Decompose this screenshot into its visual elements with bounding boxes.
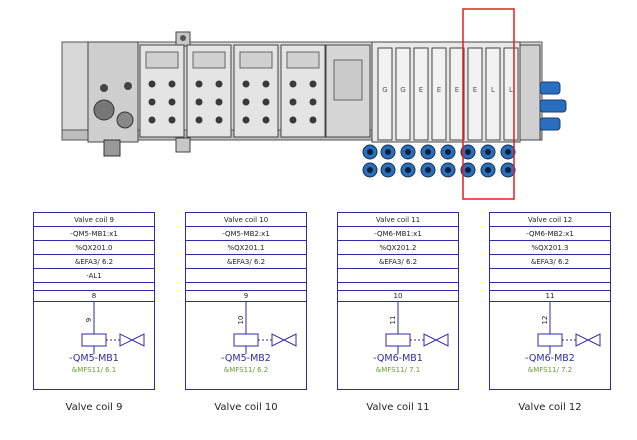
sheet-reference: &MFS11/ 6.2 — [223, 366, 269, 374]
page-reference: &EFA3/ 6.2 — [186, 255, 306, 269]
sheet-reference: &MFS11/ 7.2 — [527, 366, 573, 374]
svg-text:E: E — [473, 86, 477, 94]
page-reference: &EFA3/ 6.2 — [490, 255, 610, 269]
plc-address: %QX201.3 — [490, 241, 610, 255]
extra-field — [338, 269, 458, 283]
svg-text:G: G — [400, 86, 405, 94]
column-number: 11 — [490, 291, 610, 302]
device-designation: -QM6-MB1:x1 — [338, 227, 458, 241]
coil-tag: -QM5-MB1 — [69, 353, 119, 364]
io-modules — [139, 44, 326, 138]
coil-tag: -QM5-MB2 — [221, 353, 271, 364]
spacer-row — [186, 283, 306, 291]
caption: Valve coil 12 — [518, 402, 582, 413]
valve-icon — [423, 333, 438, 347]
plc-address: %QX201.2 — [338, 241, 458, 255]
pneumatic-fittings — [362, 144, 516, 178]
coil-box-10[interactable]: Valve coil 10-QM5-MB2:x1%QX201.1&EFA3/ 6… — [185, 212, 307, 390]
valve-icon — [271, 333, 286, 347]
device-designation: -QM5-MB2:x1 — [186, 227, 306, 241]
end-module — [87, 41, 139, 143]
coil-box-9[interactable]: Valve coil 9-QM5-MB1:x1%QX201.0&EFA3/ 6.… — [33, 212, 155, 390]
coil-header: Valve coil 12 — [490, 213, 610, 227]
coil-header: Valve coil 9 — [34, 213, 154, 227]
solenoid-valve-symbol: 12 — [537, 302, 601, 354]
svg-text:E: E — [437, 86, 441, 94]
coil-icon — [537, 333, 563, 347]
spacer-row — [490, 283, 610, 291]
svg-text:L: L — [509, 86, 513, 94]
plc-address: %QX201.0 — [34, 241, 154, 255]
extra-field: -AL1 — [34, 269, 154, 283]
svg-text:L: L — [491, 86, 495, 94]
coil-icon — [385, 333, 411, 347]
solenoid-valve-symbol: 9 — [81, 302, 145, 354]
column-number: 8 — [34, 291, 154, 302]
svg-text:E: E — [455, 86, 459, 94]
solenoid-valve-symbol: 11 — [385, 302, 449, 354]
coil-header: Valve coil 11 — [338, 213, 458, 227]
svg-text:G: G — [382, 86, 387, 94]
caption: Valve coil 9 — [65, 402, 123, 413]
column-number: 9 — [186, 291, 306, 302]
column-number: 10 — [338, 291, 458, 302]
wire-number: 11 — [389, 316, 397, 325]
wire-number: 9 — [85, 318, 93, 322]
spacer-row — [34, 283, 154, 291]
valve-icon — [575, 333, 590, 347]
coil-tag: -QM6-MB2 — [525, 353, 575, 364]
coil-tag: -QM6-MB1 — [373, 353, 423, 364]
svg-text:E: E — [419, 86, 423, 94]
page-reference: &EFA3/ 6.2 — [338, 255, 458, 269]
coil-icon — [81, 333, 107, 347]
valve-icon — [119, 333, 134, 347]
coil-icon — [233, 333, 259, 347]
coil-header: Valve coil 10 — [186, 213, 306, 227]
sheet-reference: &MFS11/ 6.1 — [71, 366, 117, 374]
caption: Valve coil 10 — [214, 402, 278, 413]
plc-address: %QX201.1 — [186, 241, 306, 255]
sheet-reference: &MFS11/ 7.1 — [375, 366, 421, 374]
selection-highlight — [462, 8, 515, 200]
page-reference: &EFA3/ 6.2 — [34, 255, 154, 269]
solenoid-valve-symbol: 10 — [233, 302, 297, 354]
wire-number: 10 — [237, 316, 245, 325]
coil-box-11[interactable]: Valve coil 11-QM6-MB1:x1%QX201.2&EFA3/ 6… — [337, 212, 459, 390]
caption: Valve coil 11 — [366, 402, 430, 413]
extra-field — [490, 269, 610, 283]
spacer-row — [338, 283, 458, 291]
device-designation: -QM5-MB1:x1 — [34, 227, 154, 241]
extra-field — [186, 269, 306, 283]
wire-number: 12 — [541, 316, 549, 325]
device-designation: -QM6-MB2:x1 — [490, 227, 610, 241]
coil-box-12[interactable]: Valve coil 12-QM6-MB2:x1%QX201.3&EFA3/ 6… — [489, 212, 611, 390]
